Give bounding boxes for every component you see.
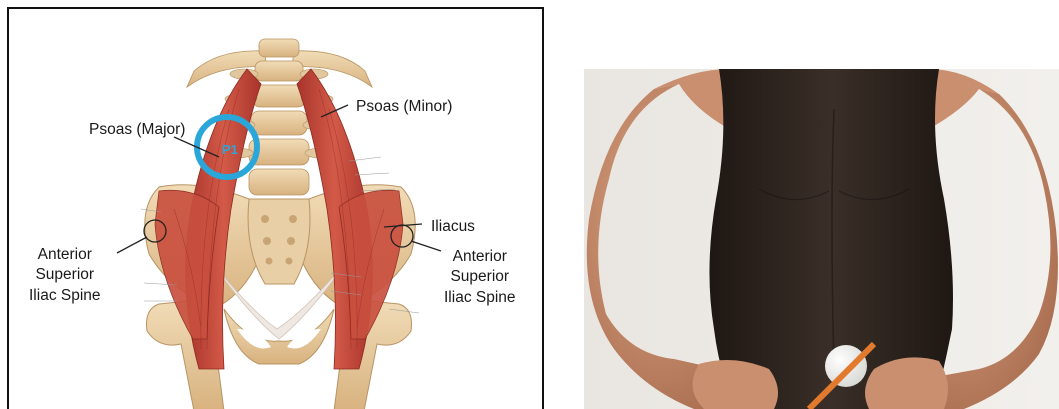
asis-right-leader bbox=[411, 241, 441, 251]
spine bbox=[249, 39, 309, 195]
photo-torso-with-ball-image bbox=[584, 69, 1059, 409]
label-asis-left: Anterior Superior Iliac Spine bbox=[29, 245, 101, 306]
label-psoas-minor: Psoas (Minor) bbox=[356, 97, 452, 117]
anatomy-figure: P1 Psoas (Major) Psoas (Minor) Iliacus A… bbox=[7, 7, 544, 409]
sacrum bbox=[248, 199, 310, 284]
massage-ball bbox=[825, 345, 867, 387]
asis-left-leader bbox=[117, 237, 147, 253]
anatomy-illustration: P1 bbox=[9, 9, 544, 409]
label-psoas-major: Psoas (Major) bbox=[89, 120, 185, 140]
label-iliacus: Iliacus bbox=[431, 217, 475, 237]
torso-photo bbox=[584, 69, 1059, 409]
label-asis-right: Anterior Superior Iliac Spine bbox=[444, 247, 516, 308]
highlight-label: P1 bbox=[222, 142, 238, 157]
